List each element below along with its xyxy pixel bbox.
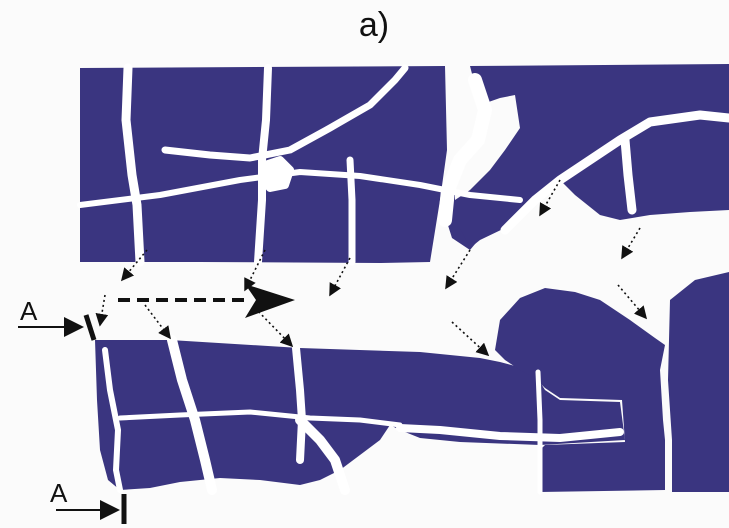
dotted-arrow-10 (452, 322, 488, 355)
dotted-arrow-3 (330, 258, 350, 295)
dotted-arrow-8 (145, 305, 170, 338)
matrix-block-far-right (668, 272, 729, 492)
dotted-arrow-6 (622, 228, 640, 258)
section-label-top: A (20, 298, 37, 324)
dotted-arrow-9 (255, 308, 292, 346)
flow-arrow-head (245, 284, 295, 318)
flow-arrow (118, 284, 295, 318)
section-bar-top (86, 315, 94, 340)
matrix-block-top-left (80, 66, 505, 263)
dotted-arrow-11 (618, 285, 646, 318)
fracture-vertical-7 (538, 372, 540, 492)
dotted-arrow-4 (446, 250, 470, 288)
fracture-junction-blob (262, 160, 290, 188)
dotted-arrow-7 (100, 295, 105, 325)
section-label-bottom: A (50, 480, 67, 506)
